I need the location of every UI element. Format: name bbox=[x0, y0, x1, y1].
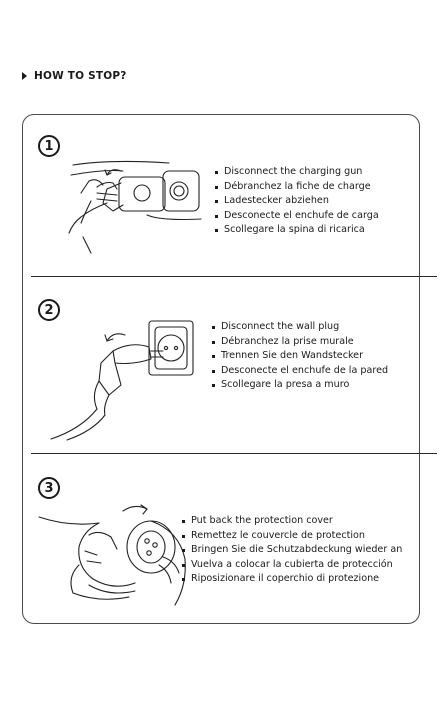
list-item: Débranchez la fiche de charge bbox=[215, 180, 379, 195]
section-title: HOW TO STOP? bbox=[34, 70, 127, 82]
list-item: Bringen Sie die Schutzabdeckung wieder a… bbox=[182, 543, 402, 558]
step-3-instructions: Put back the protection cover Remettez l… bbox=[182, 514, 402, 587]
list-item: Scollegare la presa a muro bbox=[212, 378, 388, 393]
protection-cover-illustration bbox=[38, 504, 186, 606]
list-item: Desconecte el enchufe de la pared bbox=[212, 364, 388, 379]
charging-gun-illustration bbox=[68, 160, 202, 254]
list-item: Desconecte el enchufe de carga bbox=[215, 209, 379, 224]
list-item: Scollegare la spina di ricarica bbox=[215, 223, 379, 238]
step-2-instructions: Disconnect the wall plug Débranchez la p… bbox=[212, 320, 388, 393]
section-header: HOW TO STOP? bbox=[22, 70, 127, 82]
list-item: Vuelva a colocar la cubierta de protecci… bbox=[182, 558, 402, 573]
list-item: Riposizionare il coperchio di protezione bbox=[182, 572, 402, 587]
list-item: Disconnect the wall plug bbox=[212, 320, 388, 335]
list-item: Ladestecker abziehen bbox=[215, 194, 379, 209]
step-1-instructions: Disconnect the charging gun Débranchez l… bbox=[215, 165, 379, 238]
list-item: Trennen Sie den Wandstecker bbox=[212, 349, 388, 364]
step-divider bbox=[31, 276, 437, 277]
triangle-bullet-icon bbox=[22, 72, 27, 80]
step-divider bbox=[31, 453, 437, 454]
step-2-number: 2 bbox=[38, 299, 60, 321]
step-3-number: 3 bbox=[38, 477, 60, 499]
list-item: Disconnect the charging gun bbox=[215, 165, 379, 180]
instructions-card: 1 Disconnect the charging gun Débranchez… bbox=[22, 114, 437, 624]
list-item: Put back the protection cover bbox=[182, 514, 402, 529]
step-1-number: 1 bbox=[38, 135, 60, 157]
list-item: Débranchez la prise murale bbox=[212, 335, 388, 350]
list-item: Remettez le couvercle de protection bbox=[182, 529, 402, 544]
wall-plug-illustration bbox=[50, 320, 194, 441]
